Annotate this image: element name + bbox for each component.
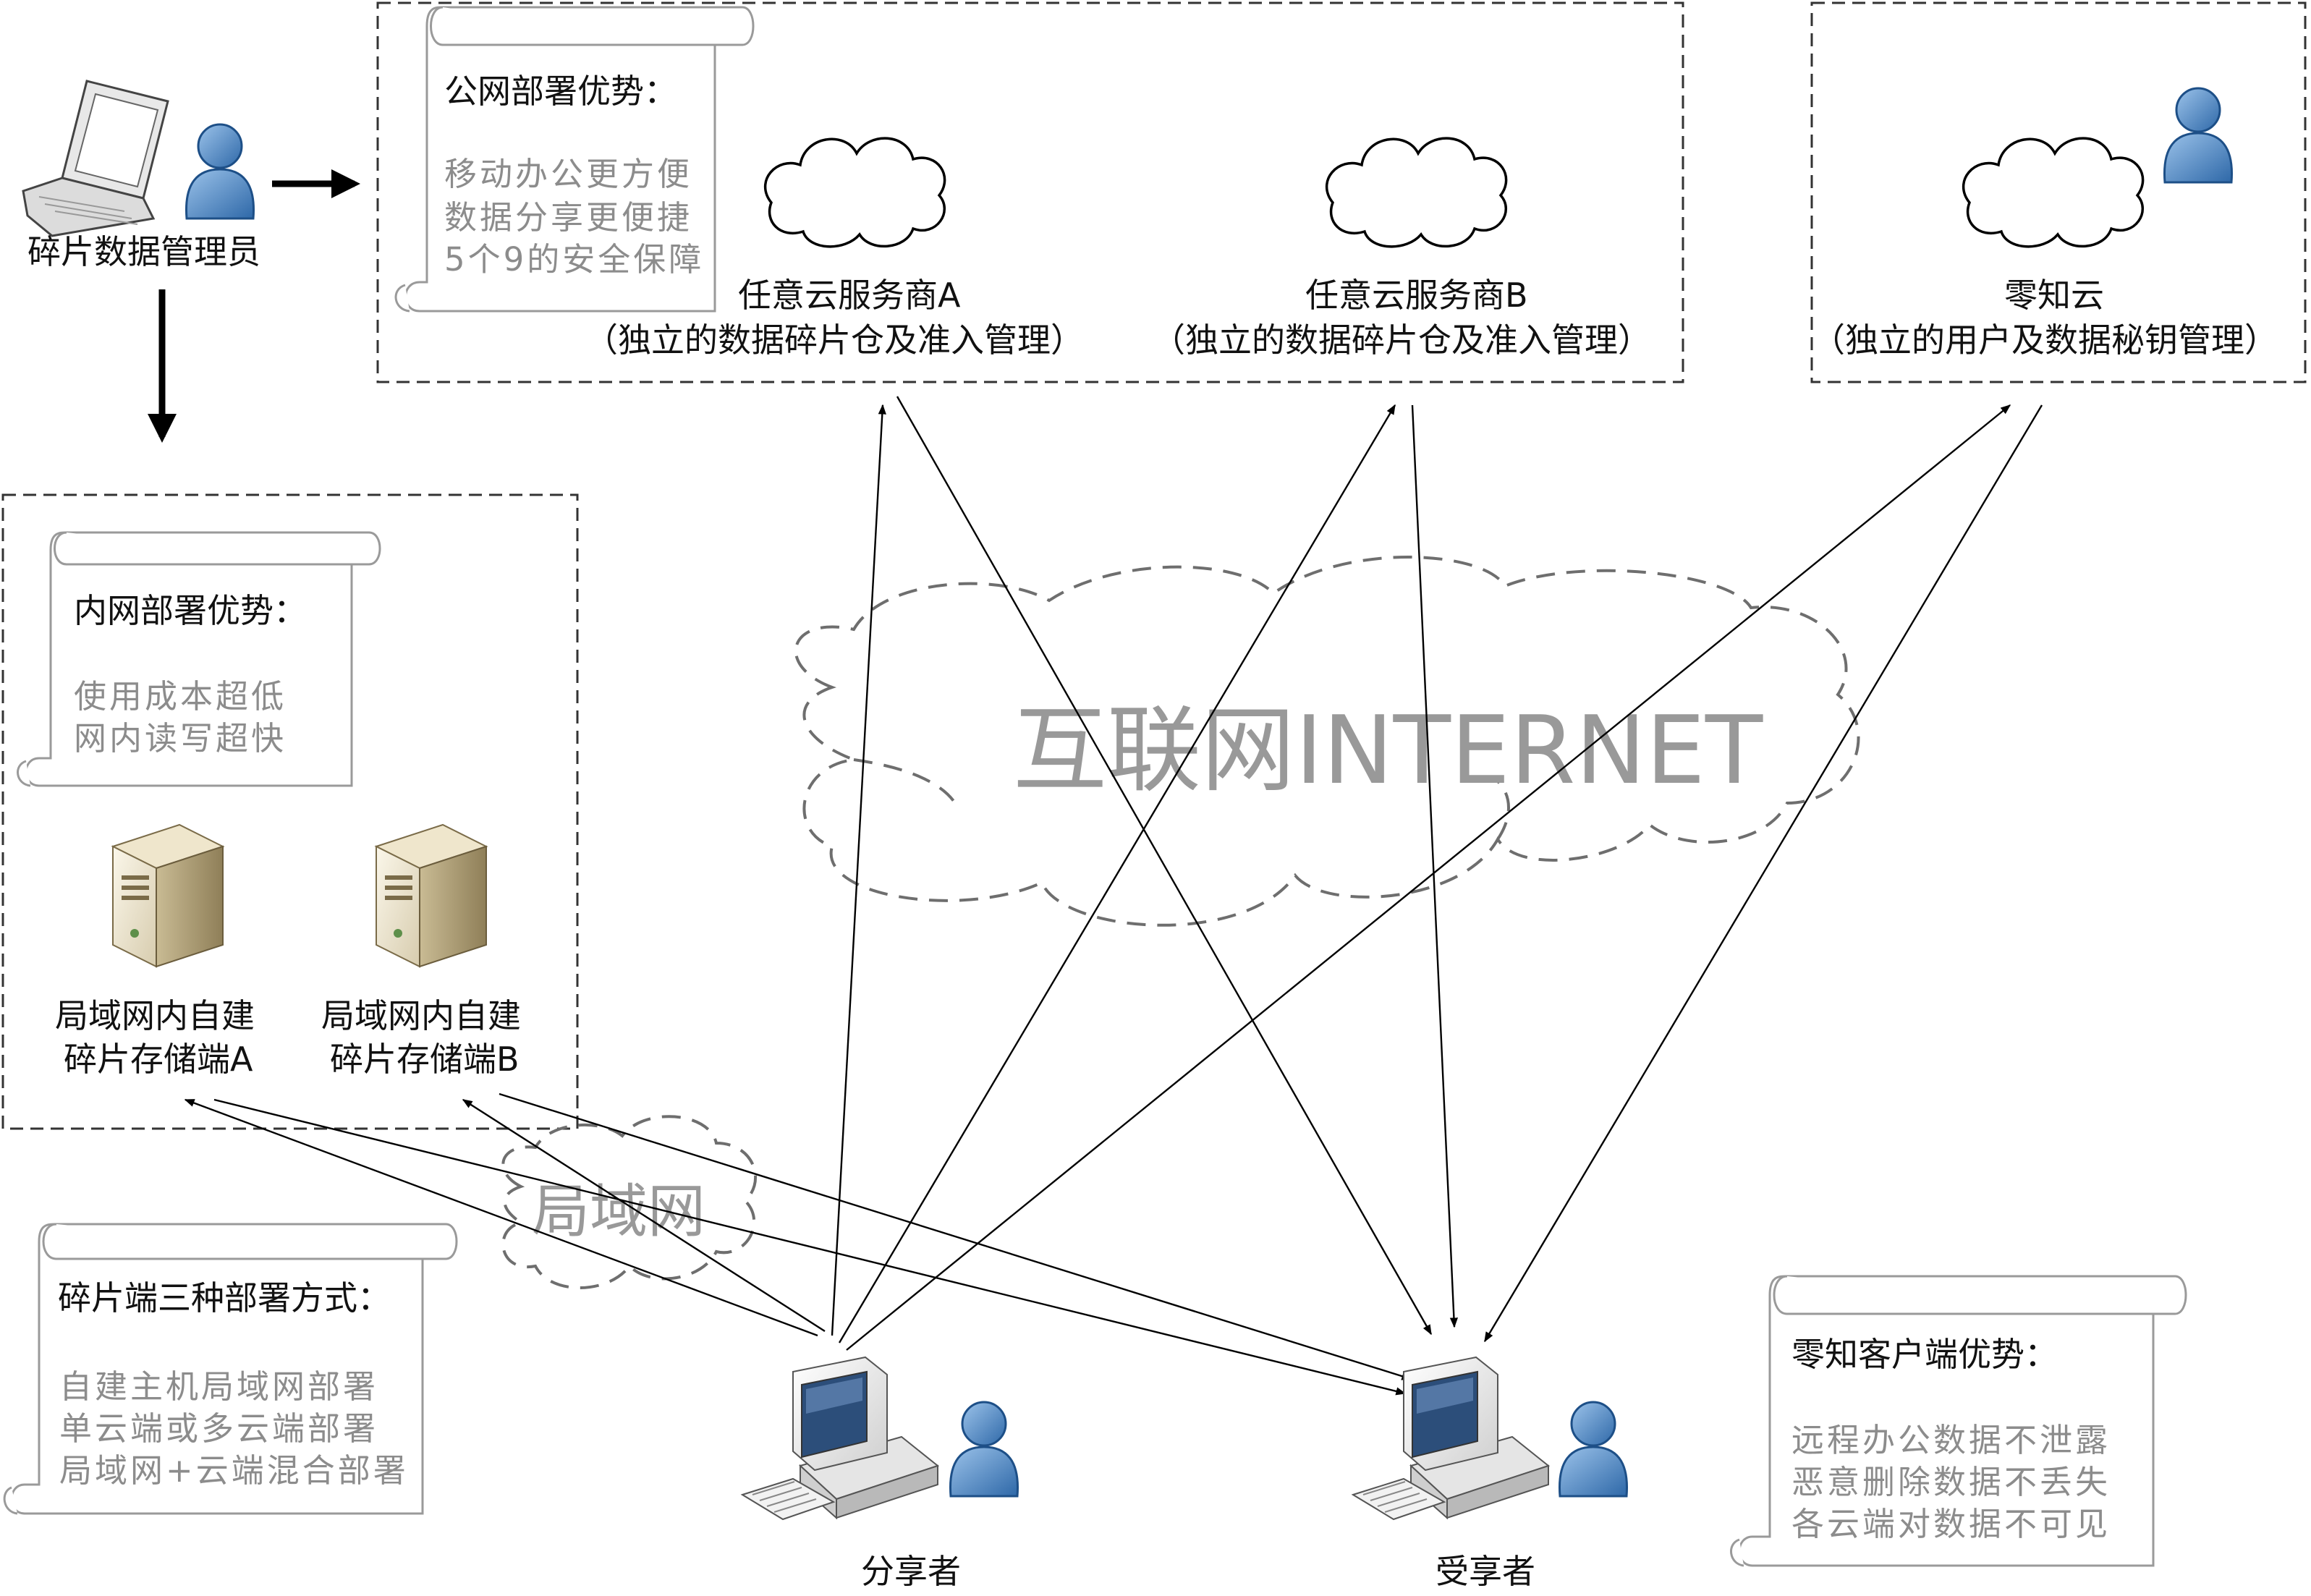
internet-cloud-inner-arc-2 (1496, 780, 1510, 841)
arrow-provider-b-to-receiver (1411, 404, 1459, 1328)
internet-cloud (794, 556, 1860, 927)
provider-a-cloud-icon (763, 137, 946, 248)
provider-a-desc: （独立的数据碎片仓及准入管理） (585, 321, 1084, 360)
deploy-note-line-3: 局域网+云端混合部署 (59, 1451, 409, 1490)
provider-b-cloud-icon (1325, 137, 1508, 248)
connection-lines (184, 396, 2043, 1396)
lan-note-line-1: 使用成本超低 (74, 677, 287, 716)
server-a-line2: 碎片存储端A (64, 1040, 253, 1079)
client-note-line-2: 恶意删除数据不丢失 (1791, 1463, 2111, 1501)
sharer-label: 分享者 (861, 1552, 961, 1591)
client-note-title: 零知客户端优势： (1791, 1335, 2058, 1374)
zero-cloud-icon (1962, 137, 2145, 248)
client-advantages-note (1730, 1275, 2187, 1567)
zero-cloud-desc: （独立的用户及数据秘钥管理） (1812, 321, 2278, 360)
arrow-server-b-to-receiver (499, 1092, 1412, 1380)
public-cloud-region (376, 1, 1684, 383)
lan-cloud (501, 1115, 758, 1289)
provider-b-desc: （独立的数据碎片仓及准入管理） (1152, 321, 1651, 360)
public-note-line-3: 5个9的安全保障 (444, 240, 704, 279)
admin-label: 碎片数据管理员 (27, 232, 260, 271)
receiver-label: 受享者 (1436, 1552, 1535, 1591)
deploy-note-line-2: 单云端或多云端部署 (59, 1409, 378, 1448)
lan-cloud-label: 局域网 (532, 1178, 705, 1245)
arrow-sharer-to-provider-a (831, 404, 886, 1336)
arrow-sharer-to-server-a (184, 1098, 818, 1337)
server-a-icon (112, 824, 224, 967)
lan-deploy-note (17, 531, 381, 787)
zero-cloud-user-icon (2163, 87, 2234, 184)
zero-cloud-name: 零知云 (2004, 276, 2104, 315)
lan-note-line-2: 网内读写超快 (74, 719, 287, 757)
server-b-icon (376, 824, 487, 967)
client-note-line-1: 远程办公数据不泄露 (1791, 1421, 2111, 1459)
lan-note-title: 内网部署优势： (74, 591, 307, 630)
receiver-pc-icon (1352, 1357, 1549, 1520)
server-a-line1: 局域网内自建 (55, 996, 255, 1035)
laptop-icon (22, 80, 169, 237)
arrow-provider-a-to-receiver (896, 396, 1433, 1336)
sharer-user-icon (949, 1401, 1019, 1498)
lan-region (1, 493, 579, 1130)
internet-cloud-inner-arc-1 (853, 758, 957, 805)
public-note-line-1: 移动办公更方便 (444, 155, 692, 193)
arrow-zero-cloud-to-receiver (1483, 404, 2043, 1343)
zero-knowledge-cloud-region (1810, 1, 2307, 383)
internet-cloud-label: 互联网INTERNET (1013, 695, 1763, 805)
provider-b-name: 任意云服务商B (1305, 276, 1528, 315)
provider-a-name: 任意云服务商A (738, 276, 961, 315)
receiver-user-icon (1558, 1401, 1629, 1498)
arrow-server-a-to-receiver (213, 1098, 1407, 1396)
client-note-line-3: 各云端对数据不可见 (1791, 1505, 2111, 1543)
arrow-sharer-to-server-b (462, 1098, 826, 1333)
deploy-note-title: 碎片端三种部署方式： (58, 1278, 391, 1317)
deploy-methods-note (3, 1223, 458, 1515)
arrow-sharer-to-zero-cloud (846, 404, 2011, 1351)
public-note-line-2: 数据分享更便捷 (444, 198, 692, 237)
admin-user-icon (185, 123, 255, 220)
deploy-note-line-1: 自建主机局域网部署 (59, 1367, 378, 1406)
server-b-line2: 碎片存储端B (330, 1040, 520, 1079)
sharer-pc-icon (742, 1357, 938, 1520)
public-note-title: 公网部署优势： (444, 72, 677, 111)
arrow-sharer-to-provider-b (838, 404, 1396, 1344)
server-b-line1: 局域网内自建 (321, 996, 521, 1035)
public-deploy-note (394, 6, 755, 313)
